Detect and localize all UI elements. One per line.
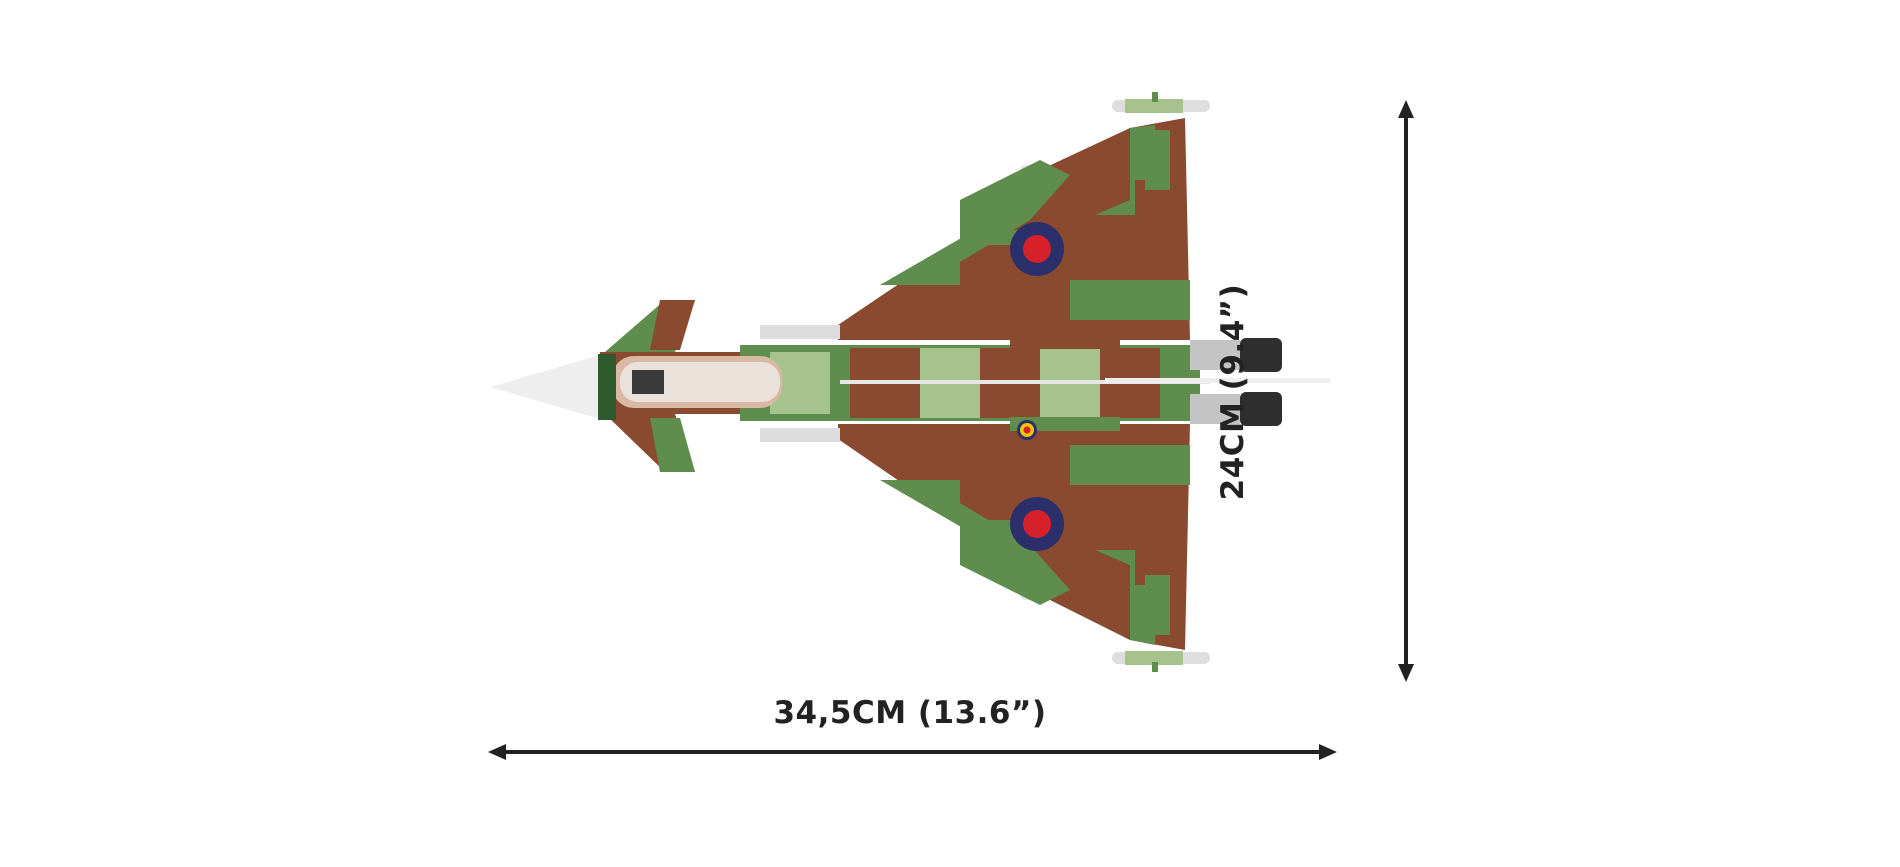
- canopy: [612, 356, 782, 408]
- engine-exhaust-top: [1190, 338, 1282, 372]
- upper-wing: [838, 118, 1190, 340]
- wing-roundel-top: [1010, 222, 1064, 276]
- engine-exhaust-bottom: [1190, 392, 1282, 426]
- aircraft-top-view-icon: [490, 92, 1330, 672]
- height-dimension-label: 24CM (9.4”): [1215, 283, 1251, 501]
- canard-top: [605, 300, 695, 352]
- wing-roundel-bottom: [1010, 497, 1064, 551]
- double-arrow-vertical-icon: [1398, 100, 1414, 682]
- double-arrow-horizontal-icon: [488, 744, 1337, 760]
- canard-bottom: [605, 414, 695, 472]
- width-dimension-label: 34,5CM (13.6”): [773, 695, 1047, 731]
- fuselage-roundel: [1017, 420, 1037, 440]
- wingtip-pylon-bottom: [1112, 651, 1210, 672]
- nose-cone: [490, 354, 616, 420]
- wingtip-pylon-top: [1112, 92, 1210, 113]
